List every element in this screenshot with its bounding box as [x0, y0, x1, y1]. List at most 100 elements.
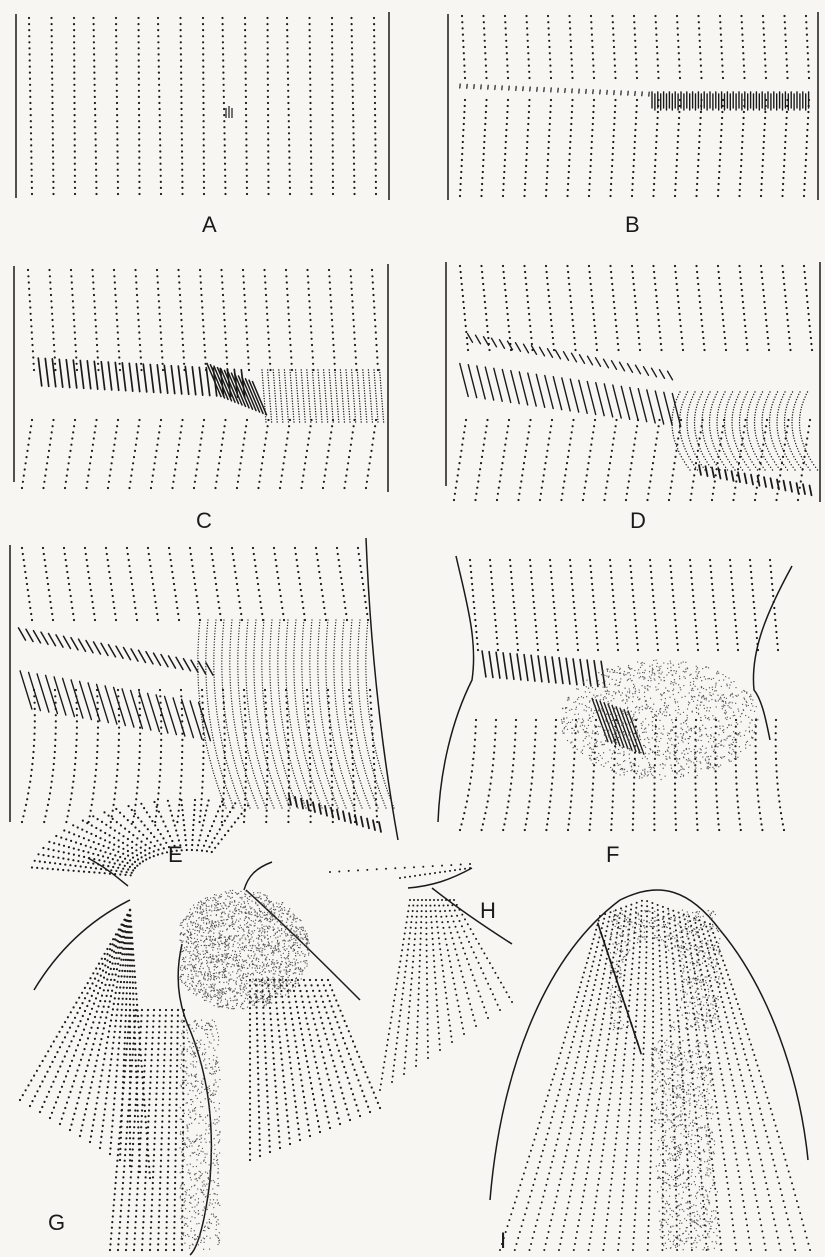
kinety-row — [222, 620, 250, 808]
kinetosome-dash — [637, 1040, 641, 1053]
kinety-row — [342, 620, 370, 808]
kinety-row — [720, 16, 723, 78]
kinetosome-dash — [810, 486, 812, 496]
kinety-row — [296, 370, 300, 422]
kinetosome-dash — [56, 635, 63, 647]
kinety-row — [126, 1010, 142, 1250]
kinetosome-dash — [570, 379, 578, 412]
kinety-row — [351, 270, 357, 370]
kinety-row — [182, 1010, 184, 1250]
kinety-row — [157, 270, 163, 370]
kinety-row — [216, 420, 226, 488]
panel-a-label: A — [202, 212, 217, 237]
panel-a: A — [16, 12, 389, 237]
kinetosome-dash — [596, 358, 601, 367]
kinetosome-dash — [652, 368, 657, 377]
kinety-row — [515, 914, 605, 1250]
kinetosome-dash — [64, 636, 71, 648]
kinety-row — [460, 266, 468, 350]
kinety-row — [530, 912, 611, 1250]
kinetosome-dash — [579, 380, 587, 413]
kinety-row — [312, 370, 316, 422]
kinety-row — [562, 420, 574, 500]
kinety-row — [169, 548, 179, 620]
kinety-row — [116, 18, 118, 194]
kinety-row — [497, 420, 509, 500]
kinety-row — [654, 100, 659, 196]
kinetosome-dash — [34, 631, 41, 643]
panel-e-kinety-rows — [22, 548, 377, 822]
kinetosome-dash — [129, 363, 132, 391]
kinety-row — [177, 690, 182, 822]
kinetosome-dash — [131, 649, 138, 661]
kinety-row — [510, 560, 518, 650]
kinetosome-dash — [101, 362, 104, 390]
kinetosome-dash — [71, 638, 78, 650]
kinetosome-dash — [587, 382, 595, 415]
kinety-row — [590, 560, 598, 650]
kinety-row — [656, 16, 659, 78]
kinetosome-dash — [26, 629, 33, 641]
panel-b-label: B — [625, 212, 640, 237]
kinety-row — [712, 420, 724, 500]
kinety-row — [568, 720, 576, 830]
kinety-row — [525, 720, 536, 830]
kinety-row — [286, 620, 314, 808]
kinety-row — [268, 980, 280, 1148]
stipple-field — [562, 660, 758, 779]
kinety-row — [139, 18, 140, 194]
kinety-row — [761, 266, 769, 350]
kinety-row — [230, 620, 258, 808]
kinetosome-dash — [621, 386, 629, 419]
kinetosome-dash — [307, 801, 309, 811]
kinety-row — [374, 18, 376, 194]
kinety-row — [246, 620, 274, 808]
kinetosome-dash — [86, 641, 93, 653]
kinety-row — [268, 18, 269, 194]
kinety-row — [590, 720, 596, 830]
kinety-row — [613, 16, 616, 78]
kinety-row — [679, 913, 722, 1250]
kinety-row — [295, 548, 305, 620]
kinety-row — [470, 560, 478, 650]
kinety-row — [64, 548, 74, 620]
panel-g-label: G — [48, 1210, 65, 1235]
kinety-row — [150, 1010, 160, 1250]
kinety-row — [318, 620, 346, 808]
kinetosome-dash — [660, 370, 665, 379]
kinetosome-dash — [143, 364, 146, 392]
kinetosome-dash — [171, 366, 174, 394]
kinety-row — [648, 420, 660, 500]
kinetosome-dash — [361, 817, 363, 827]
kinety-row — [200, 270, 206, 370]
kinety-row — [93, 816, 154, 856]
kinetosome-dash — [45, 359, 48, 387]
kinety-row — [610, 560, 618, 650]
kinetosome-dash — [169, 656, 176, 668]
kinety-row — [44, 690, 56, 822]
kinety-row — [460, 720, 476, 830]
kinety-row — [654, 720, 656, 830]
kinetosome-dash — [771, 478, 773, 488]
kinety-row — [345, 420, 355, 488]
kinetosome-dash — [628, 364, 633, 373]
kinety-row — [310, 620, 338, 808]
kinetosome-dash — [538, 656, 542, 682]
kinetosome-dash — [725, 470, 727, 480]
kinety-row — [340, 370, 344, 422]
kinetosome-dash — [588, 356, 593, 365]
kinetosome-dash — [289, 795, 291, 805]
kinety-row — [434, 900, 452, 1042]
kinety-row — [783, 100, 788, 196]
kinetosome-dash — [38, 358, 41, 386]
stipple-field — [651, 1040, 720, 1249]
kinety-row — [270, 620, 298, 808]
kinety-row — [197, 801, 209, 851]
kinety-row — [274, 548, 284, 620]
kinety-row — [363, 370, 367, 422]
kinetosome-dash — [738, 472, 740, 482]
kinety-row — [568, 266, 576, 350]
kinetosome-dash — [101, 643, 108, 655]
kinety-row — [460, 100, 465, 196]
kinety-row — [265, 270, 271, 370]
